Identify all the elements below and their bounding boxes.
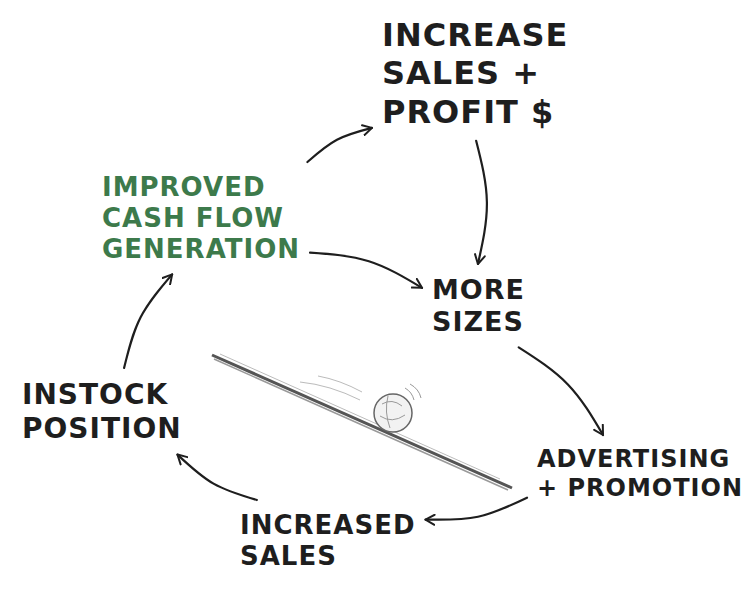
rolling-ball — [300, 376, 421, 432]
cycle-step: MORE SIZES — [428, 272, 568, 341]
ball — [374, 394, 412, 432]
cycle-step: INCREASE SALES + PROFIT $ — [378, 14, 613, 133]
step-label: INCREASE SALES + PROFIT $ — [382, 16, 609, 131]
cycle-arrow — [519, 347, 603, 435]
ramp-edge — [220, 354, 500, 479]
cycle-arrow — [307, 128, 372, 162]
ball-shading — [380, 396, 405, 428]
step-label: IMPROVED CASH FLOW GENERATION — [102, 172, 326, 266]
motion-trail — [300, 376, 362, 400]
cycle-step: INSTOCK POSITION — [18, 376, 208, 447]
cycle-step: INCREASED SALES — [236, 508, 416, 574]
cycle-arrow — [310, 253, 422, 288]
ramp-line — [212, 355, 512, 488]
cycle-step: IMPROVED CASH FLOW GENERATION — [98, 170, 330, 268]
cycle-arrow — [124, 274, 172, 368]
step-label: ADVERTISING + PROMOTION — [537, 445, 747, 503]
step-label: INCREASED SALES — [240, 510, 412, 572]
cycle-step: ADVERTISING + PROMOTION — [533, 443, 751, 505]
ramp — [212, 354, 512, 490]
cycle-arrow — [177, 455, 256, 500]
ramp-shadow — [214, 359, 508, 490]
motion-marks — [405, 384, 421, 400]
step-label: INSTOCK POSITION — [22, 378, 204, 445]
cycle-arrow — [426, 498, 528, 520]
cycle-arrow — [476, 141, 487, 264]
step-label: MORE SIZES — [432, 274, 564, 339]
